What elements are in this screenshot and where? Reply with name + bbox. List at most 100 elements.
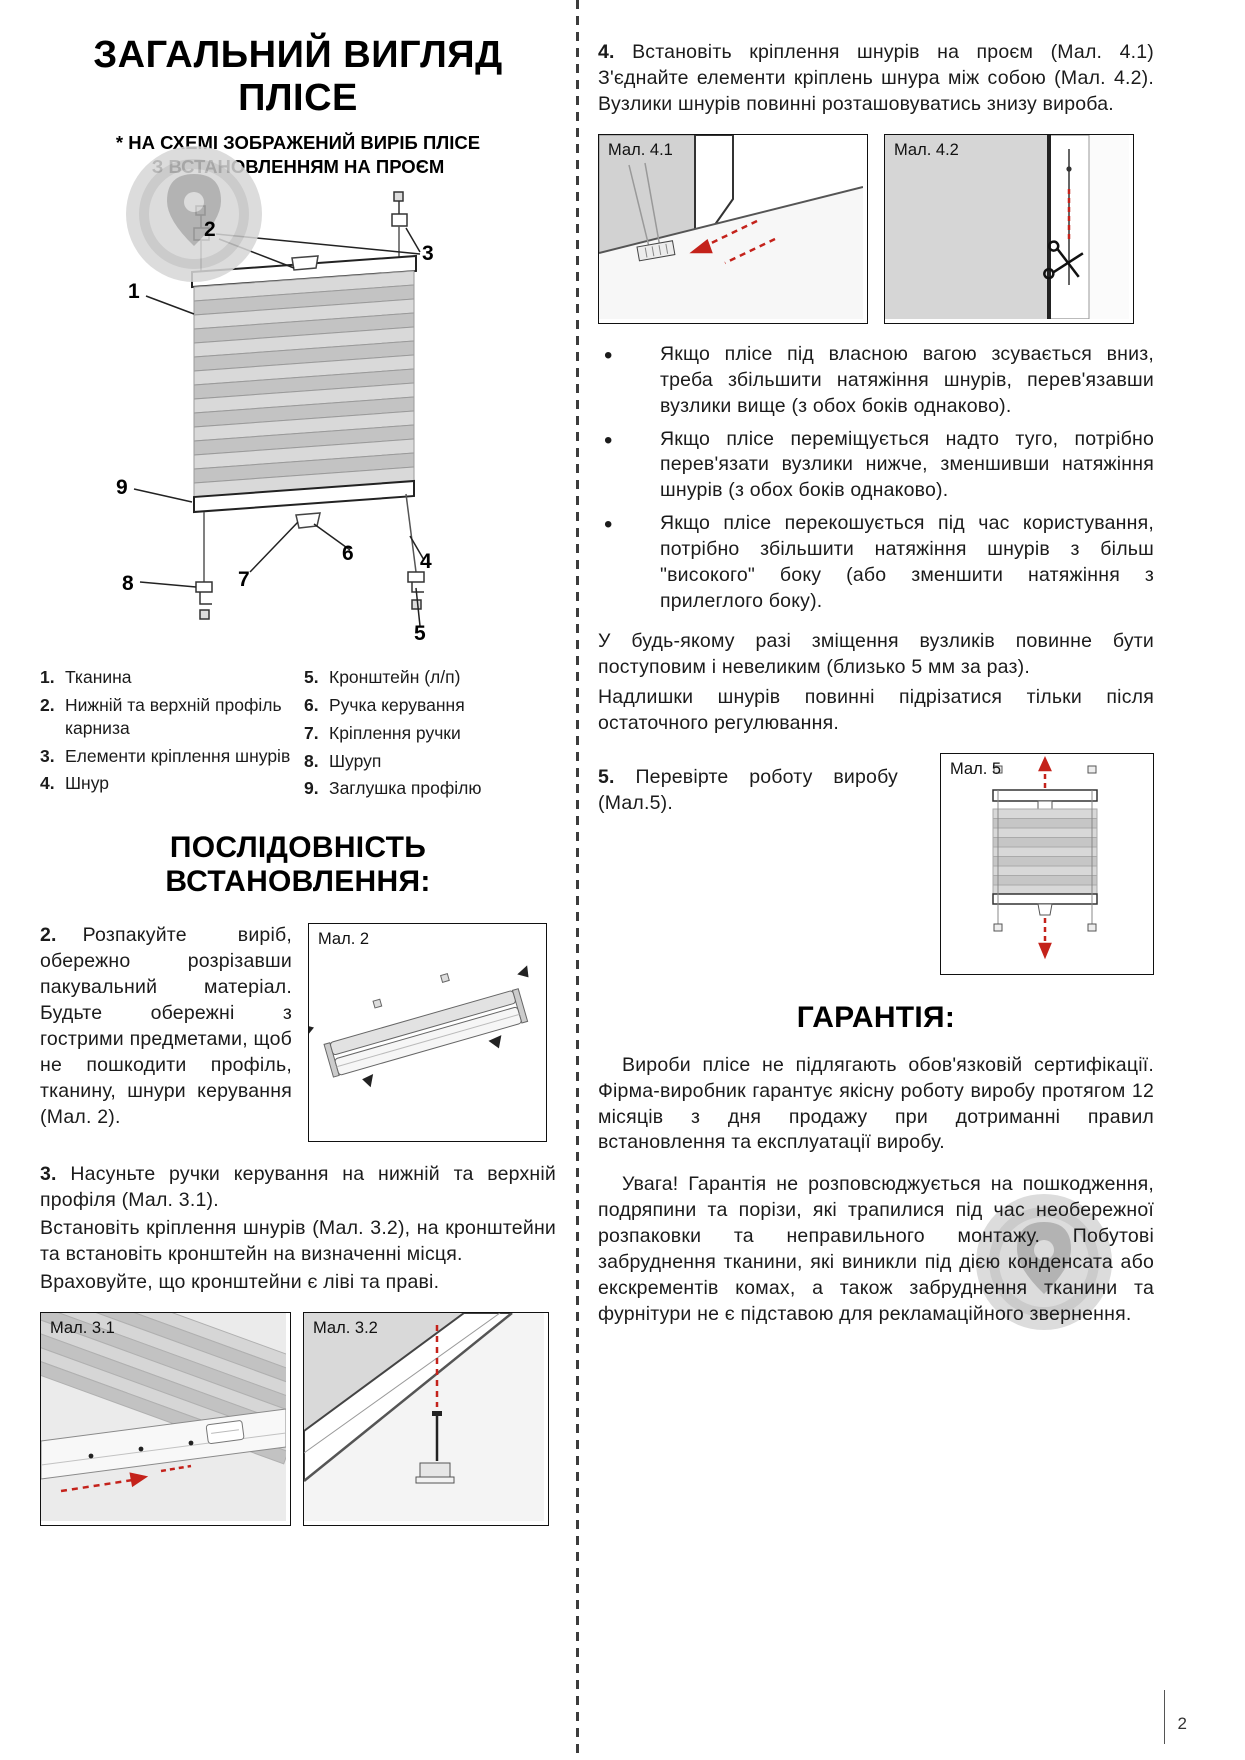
- callout-9: 9: [116, 476, 128, 500]
- figure-4-2: Мал. 4.2: [884, 133, 1134, 324]
- step-4-body: Встановіть кріплення шнурів на проєм (Ма…: [598, 41, 1154, 115]
- legend-text: Нижній та верхній профіль карниза: [65, 695, 282, 738]
- callout-5: 5: [414, 622, 426, 646]
- red-dashed-arrows: [689, 219, 776, 264]
- figure-3-2-label: Мал. 3.2: [313, 1318, 378, 1337]
- legend-item: 9. Заглушка профілю: [304, 777, 556, 800]
- bottom-brackets: [195, 571, 425, 621]
- bullet-item: Якщо плісе переміщується надто туго, пот…: [598, 425, 1154, 505]
- legend-item: 7. Кріплення ручки: [304, 722, 556, 745]
- figure-5: Мал. 5: [940, 752, 1154, 975]
- page-title: ЗАГАЛЬНИЙ ВИГЛЯД ПЛІСЕ: [40, 34, 556, 119]
- legend-text: Тканина: [65, 667, 132, 688]
- legend-text: Кріплення ручки: [329, 722, 461, 743]
- bullet-item: Якщо плісе під власною вагою зсувається …: [598, 340, 1154, 420]
- adjust-note-1: У будь-якому разі зміщення вузликів пови…: [598, 629, 1154, 678]
- figure-4-1: Мал. 4.1: [598, 133, 868, 324]
- footer-rule: [1164, 1690, 1165, 1744]
- screw: [432, 1410, 442, 1461]
- cord-fastener-drawing: [599, 134, 863, 319]
- red-dashed-arrow: [60, 1464, 192, 1493]
- figure-3-2: Мал. 3.2: [303, 1311, 549, 1526]
- legend-item: 4. Шнур: [40, 772, 292, 795]
- scissors-icon: [1043, 240, 1084, 280]
- figure-2-label: Мал. 2: [318, 930, 370, 949]
- figure-4-2-label: Мал. 4.2: [894, 140, 959, 159]
- bracket: [415, 1462, 455, 1484]
- figure-3-1: Мал. 3.1: [40, 1311, 291, 1526]
- legend-item: 5.Кронштейн (л/п): [304, 666, 556, 689]
- step-4-text: 4. Встановіть кріплення шнурів на проєм …: [598, 0, 1154, 118]
- adjustment-notes: У будь-якому разі зміщення вузликів пови…: [598, 629, 1154, 737]
- step-5-block: 5. Перевірте роботу виробу (Мал.5). Мал.…: [598, 752, 1154, 975]
- legend-text: Ручка керування: [329, 695, 465, 716]
- step-3-line3: Враховуйте, що кронштейни є ліві та прав…: [40, 1270, 440, 1293]
- figure-4-1-label: Мал. 4.1: [608, 140, 673, 159]
- adjustment-bullets: Якщо плісе під власною вагою зсувається …: [598, 340, 1154, 615]
- red-arrow-down-icon: [1038, 917, 1052, 959]
- step-2-text: 2.Розпакуйте виріб, обережно розрізавши …: [40, 923, 292, 1130]
- warranty-text-1: Вироби плісе не підлягають обов'язковій …: [598, 1053, 1154, 1154]
- legend-item: 2. Нижній та верхній профіль карниза: [40, 694, 292, 740]
- legend-num: 3.: [40, 745, 55, 766]
- legend-item: 6.Ручка керування: [304, 694, 556, 717]
- blind-overview-diagram: 1 2 3 4 5 6 7 8 9: [54, 146, 536, 654]
- legend-text: Заглушка профілю: [329, 778, 482, 799]
- bullet-item: Якщо плісе перекошується під час користу…: [598, 509, 1154, 615]
- legend-item: 3. Елементи кріплення шнурів: [40, 745, 292, 768]
- legend-num: 8.: [304, 750, 319, 771]
- step-4-number: 4.: [598, 41, 615, 63]
- figures-4-row: Мал. 4.1: [598, 133, 1154, 324]
- legend-right-column: 5.Кронштейн (л/п) 6.Ручка керування 7. Кр…: [304, 666, 556, 805]
- top-brackets: [193, 191, 408, 242]
- callout-3: 3: [422, 242, 434, 266]
- step-3-line1: 3. Насуньте ручки керування на нижній та…: [40, 1162, 556, 1214]
- rail-assembly-drawing: [309, 965, 529, 1088]
- callout-4: 4: [420, 550, 432, 574]
- legend-num: 4.: [40, 773, 55, 794]
- figure-3-1-label: Мал. 3.1: [50, 1318, 115, 1337]
- red-arrow-up-icon: [1038, 755, 1052, 788]
- legend-item: 1.Тканина: [40, 666, 292, 689]
- step-5-text: 5. Перевірте роботу виробу (Мал.5).: [598, 753, 898, 817]
- cord-fastener: [636, 239, 676, 262]
- figures-3-row: Мал. 3.1: [40, 1311, 556, 1526]
- step-3-number: 3.: [40, 1163, 57, 1186]
- parts-legend: 1.Тканина 2. Нижній та верхній профіль ка…: [40, 666, 556, 805]
- callout-8: 8: [122, 572, 134, 596]
- step-3-body1: Насуньте ручки керування на нижній та ве…: [40, 1163, 556, 1212]
- warranty-heading: ГАРАНТІЯ:: [796, 1000, 956, 1034]
- page-number: 2: [1177, 1714, 1187, 1733]
- legend-num: 2.: [40, 695, 55, 716]
- step-2-number: 2.: [40, 924, 57, 947]
- figure-5-label: Мал. 5: [950, 759, 1002, 778]
- subtitle-line1: * НА СХЕМІ ЗОБРАЖЕНИЙ ВИРІБ ПЛІСЕ: [115, 132, 481, 154]
- blind-diagram-drawing: [133, 191, 425, 627]
- warranty-paragraph-1: Вироби плісе не підлягають обов'язковій …: [598, 1053, 1154, 1157]
- step-2-body: Розпакуйте виріб, обережно розрізавши па…: [40, 924, 292, 1128]
- callout-6: 6: [342, 542, 354, 566]
- legend-num: 7.: [304, 722, 319, 743]
- pleated-fabric: [193, 270, 415, 498]
- center-cut-line: [576, 0, 579, 1760]
- legend-text: Шуруп: [329, 750, 382, 771]
- callout-2: 2: [204, 218, 216, 242]
- right-column: 4. Встановіть кріплення шнурів на проєм …: [598, 0, 1154, 1331]
- subtitle-line2: З ВСТАНОВЛЕННЯМ НА ПРОЄМ: [151, 155, 445, 177]
- install-sequence-heading: ПОСЛІДОВНІСТЬ ВСТАНОВЛЕННЯ:: [165, 831, 431, 899]
- left-column: ЗАГАЛЬНИЙ ВИГЛЯД ПЛІСЕ * НА СХЕМІ ЗОБРАЖ…: [40, 0, 556, 1526]
- operation-check-drawing: [992, 755, 1098, 959]
- cord-trim-drawing: [885, 134, 1129, 319]
- adjust-note-2: Надлишки шнурів повинні підрізатися тіль…: [598, 685, 1154, 734]
- callout-1: 1: [128, 280, 140, 304]
- step-5-number: 5.: [598, 765, 615, 788]
- legend-text: Елементи кріплення шнурів: [65, 745, 291, 766]
- legend-num: 9.: [304, 778, 319, 799]
- warranty-paragraph-2: Увага! Гарантія не розповсюджується на п…: [598, 1172, 1154, 1331]
- legend-text: Шнур: [65, 773, 109, 794]
- subtitle: * НА СХЕМІ ЗОБРАЖЕНИЙ ВИРІБ ПЛІСЕ З ВСТА…: [40, 131, 556, 178]
- figure-2: Мал. 2: [308, 923, 547, 1143]
- legend-item: 8. Шуруп: [304, 750, 556, 773]
- step-5-body: Перевірте роботу виробу (Мал.5).: [598, 765, 898, 814]
